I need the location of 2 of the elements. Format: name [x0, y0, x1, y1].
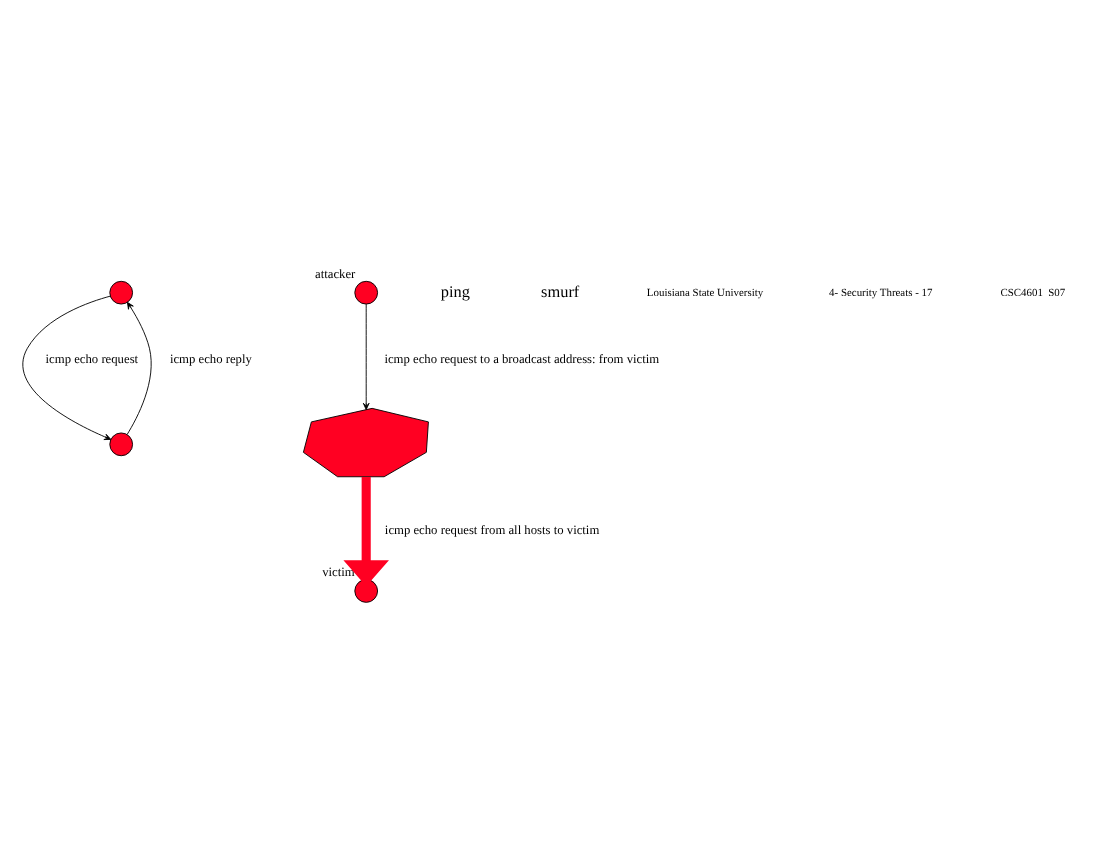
label: smurf	[541, 281, 580, 300]
label: ping	[440, 281, 471, 300]
